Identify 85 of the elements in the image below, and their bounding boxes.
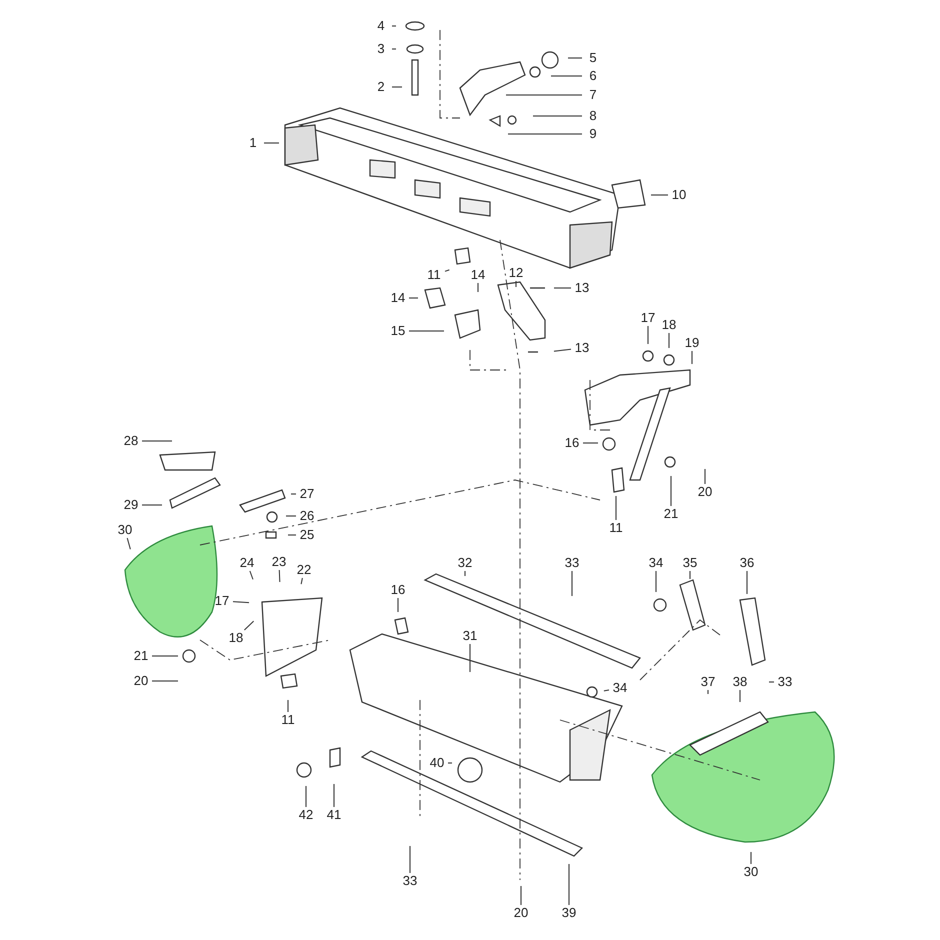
callout-number: 30	[740, 864, 762, 880]
callout-number: 42	[295, 807, 317, 823]
callout-number: 21	[660, 506, 682, 522]
callout-number: 13	[571, 280, 593, 296]
callout-number: 27	[296, 486, 318, 502]
callout-number: 14	[387, 290, 409, 306]
callout-number: 17	[211, 593, 233, 609]
callout-number: 35	[679, 555, 701, 571]
callout-number: 33	[399, 873, 421, 889]
callout-number: 36	[736, 555, 758, 571]
callout-number: 4	[370, 18, 392, 34]
callout-number: 33	[561, 555, 583, 571]
callout-number: 18	[658, 317, 680, 333]
leader-line	[750, 852, 752, 864]
leader-line	[249, 570, 254, 580]
callout-number: 22	[293, 562, 315, 578]
leader-line	[506, 94, 582, 96]
callout-number: 17	[637, 310, 659, 326]
callout-number: 30	[114, 522, 136, 538]
leader-line	[392, 86, 402, 88]
callout-number: 2	[370, 79, 392, 95]
callout-number: 32	[454, 555, 476, 571]
leader-line	[568, 864, 570, 906]
leader-line	[278, 570, 280, 582]
callout-number: 24	[236, 555, 258, 571]
callout-number: 21	[130, 648, 152, 664]
leader-line	[126, 538, 131, 550]
callout-number: 29	[120, 497, 142, 513]
callout-number: 14	[467, 267, 489, 283]
callout-number: 3	[370, 41, 392, 57]
callout-number: 8	[582, 108, 604, 124]
leader-line	[288, 534, 296, 536]
leader-line	[603, 690, 610, 692]
leader-line	[142, 504, 162, 506]
callout-number: 34	[609, 680, 631, 696]
callout-number: 31	[459, 628, 481, 644]
leader-line	[448, 762, 452, 764]
leader-line	[553, 348, 572, 352]
callout-number: 39	[558, 905, 580, 921]
leader-line	[746, 570, 748, 594]
callout-number: 37	[697, 674, 719, 690]
callout-number: 9	[582, 126, 604, 142]
callout-number: 7	[582, 87, 604, 103]
callout-number: 38	[729, 674, 751, 690]
callout-number: 23	[268, 554, 290, 570]
callout-number: 1	[242, 135, 264, 151]
callout-number: 41	[323, 807, 345, 823]
leader-line	[264, 142, 280, 144]
callout-number: 19	[681, 335, 703, 351]
callout-number: 16	[387, 582, 409, 598]
callout-number: 11	[423, 267, 445, 283]
callout-number: 18	[225, 630, 247, 646]
leader-line	[244, 620, 254, 630]
callout-number: 10	[668, 187, 690, 203]
leader-line	[444, 269, 450, 272]
leader-line	[152, 680, 178, 682]
leader-line	[704, 468, 706, 484]
leader-line	[670, 476, 672, 506]
leader-line	[668, 332, 670, 348]
leader-line	[300, 578, 303, 585]
callout-number: 33	[774, 674, 796, 690]
callout-number: 16	[561, 435, 583, 451]
callout-number: 20	[510, 905, 532, 921]
callout-number: 15	[387, 323, 409, 339]
callout-number: 11	[605, 520, 627, 536]
leader-line	[582, 442, 598, 444]
leader-line	[142, 440, 172, 442]
callout-number: 34	[645, 555, 667, 571]
callout-number: 13	[571, 340, 593, 356]
callout-number: 28	[120, 433, 142, 449]
leader-line	[408, 330, 444, 332]
leader-line	[464, 570, 466, 576]
callout-number: 12	[505, 265, 527, 281]
leader-line	[520, 886, 522, 906]
callout-number: 5	[582, 50, 604, 66]
callout-number: 26	[296, 508, 318, 524]
leader-line	[650, 194, 668, 196]
callout-number: 25	[296, 527, 318, 543]
leader-line	[392, 48, 396, 50]
callout-number: 40	[426, 755, 448, 771]
callout-number: 20	[130, 673, 152, 689]
callout-number: 11	[277, 712, 299, 728]
callout-number: 20	[694, 484, 716, 500]
callout-number: 6	[582, 68, 604, 84]
leader-line	[232, 601, 250, 604]
